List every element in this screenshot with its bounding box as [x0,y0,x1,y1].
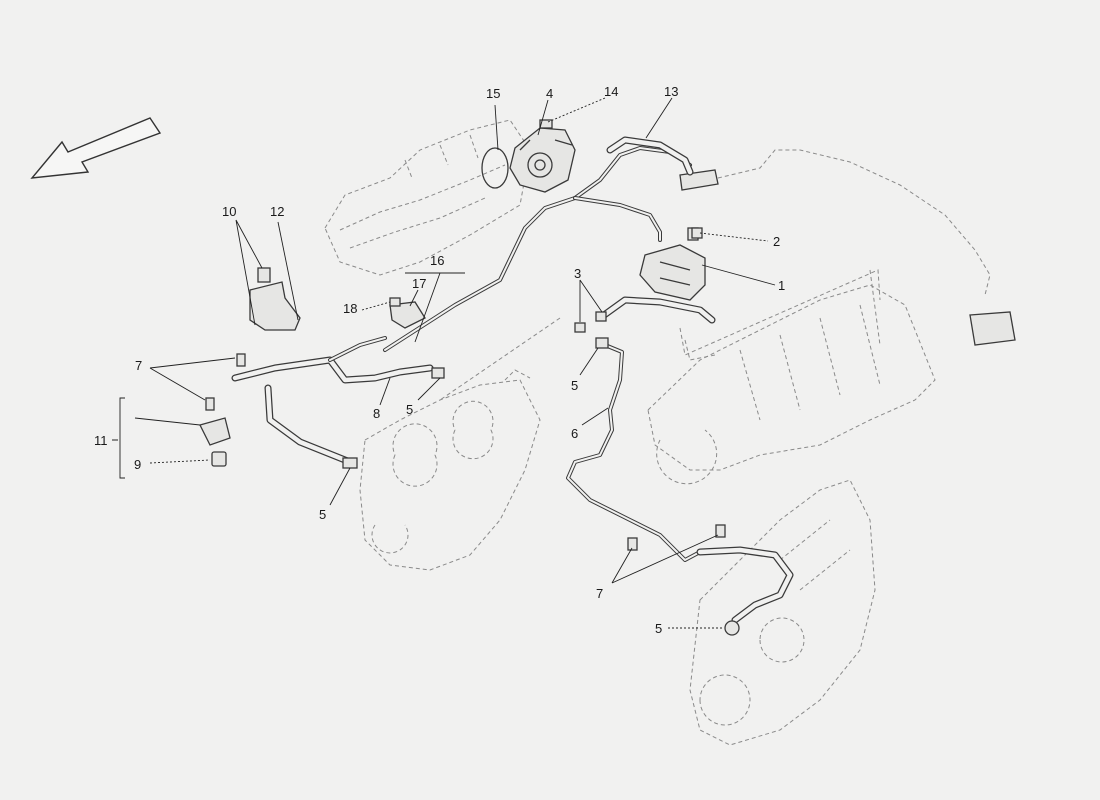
intake-manifold-outline [647,269,936,485]
fitting-5b [431,367,445,379]
clip-9 [211,451,227,467]
leader-5a [329,467,351,506]
gasket-ring [481,147,509,189]
callout-4: 4 [546,86,553,101]
callout-3: 3 [574,266,581,281]
leader-7b [611,534,719,584]
fitting-5a [342,457,358,469]
callout-5a: 5 [319,507,326,522]
electrical-connector [969,311,1016,346]
turbocharger-left-outline [359,369,541,571]
leader-17 [409,289,419,307]
line-connector [679,169,719,191]
callout-17: 17 [412,276,426,291]
callout-5d: 5 [655,621,662,636]
vacuum-pump [509,127,576,193]
leader-15 [494,104,499,151]
leader-3 [579,279,603,322]
cylinder-head-outline [324,119,531,276]
leader-13 [645,97,673,139]
callout-5b: 5 [406,402,413,417]
bolt-7-upper [236,353,246,367]
callout-6: 6 [571,426,578,441]
callout-2: 2 [773,234,780,249]
bolt-18 [389,297,401,307]
leader-11 [112,397,125,479]
leader-12 [277,221,299,321]
electrical-harness [717,149,991,296]
bolt-7-left [205,397,215,411]
leader-10 [235,219,263,326]
fitting-5d [724,620,740,636]
callout-14: 14 [604,84,618,99]
leader-11-sub [134,417,201,426]
leader-4 [537,99,549,136]
bracket-11 [199,417,231,446]
callout-1: 1 [778,278,785,293]
leader-16 [405,272,465,343]
solenoid-valve [639,227,706,301]
orientation-arrow-icon [30,117,162,179]
clip-10 [257,267,271,283]
callout-12: 12 [270,204,284,219]
turbocharger-right-outline [689,479,876,746]
bracket-12 [249,281,301,331]
callout-9: 9 [134,457,141,472]
fitting-3a [574,322,586,333]
bolt-14 [539,119,553,129]
ref-line-2 [679,269,881,356]
ref-line-1 [439,317,561,401]
leader-8 [379,377,391,406]
callout-15: 15 [486,86,500,101]
leader-2 [699,232,769,242]
callout-13: 13 [664,84,678,99]
leader-5c [579,347,599,376]
callout-8: 8 [373,406,380,421]
bolt-7-lower-b [715,524,726,538]
fitting-5c [595,337,609,349]
callout-7b: 7 [596,586,603,601]
callout-5c: 5 [571,378,578,393]
leader-9 [149,459,211,464]
leader-14 [547,97,606,123]
leader-1 [701,264,776,286]
clip-17 [389,301,426,329]
leader-7a [149,357,236,401]
callout-18: 18 [343,301,357,316]
fitting-3b [595,311,607,322]
leader-5b [417,377,441,401]
callout-11: 11 [94,433,108,448]
callout-10: 10 [222,204,236,219]
bolt-7-lower-a [627,537,638,551]
leader-6 [581,407,609,426]
leader-18 [361,301,391,311]
callout-16: 16 [430,253,444,268]
callout-7a: 7 [135,358,142,373]
